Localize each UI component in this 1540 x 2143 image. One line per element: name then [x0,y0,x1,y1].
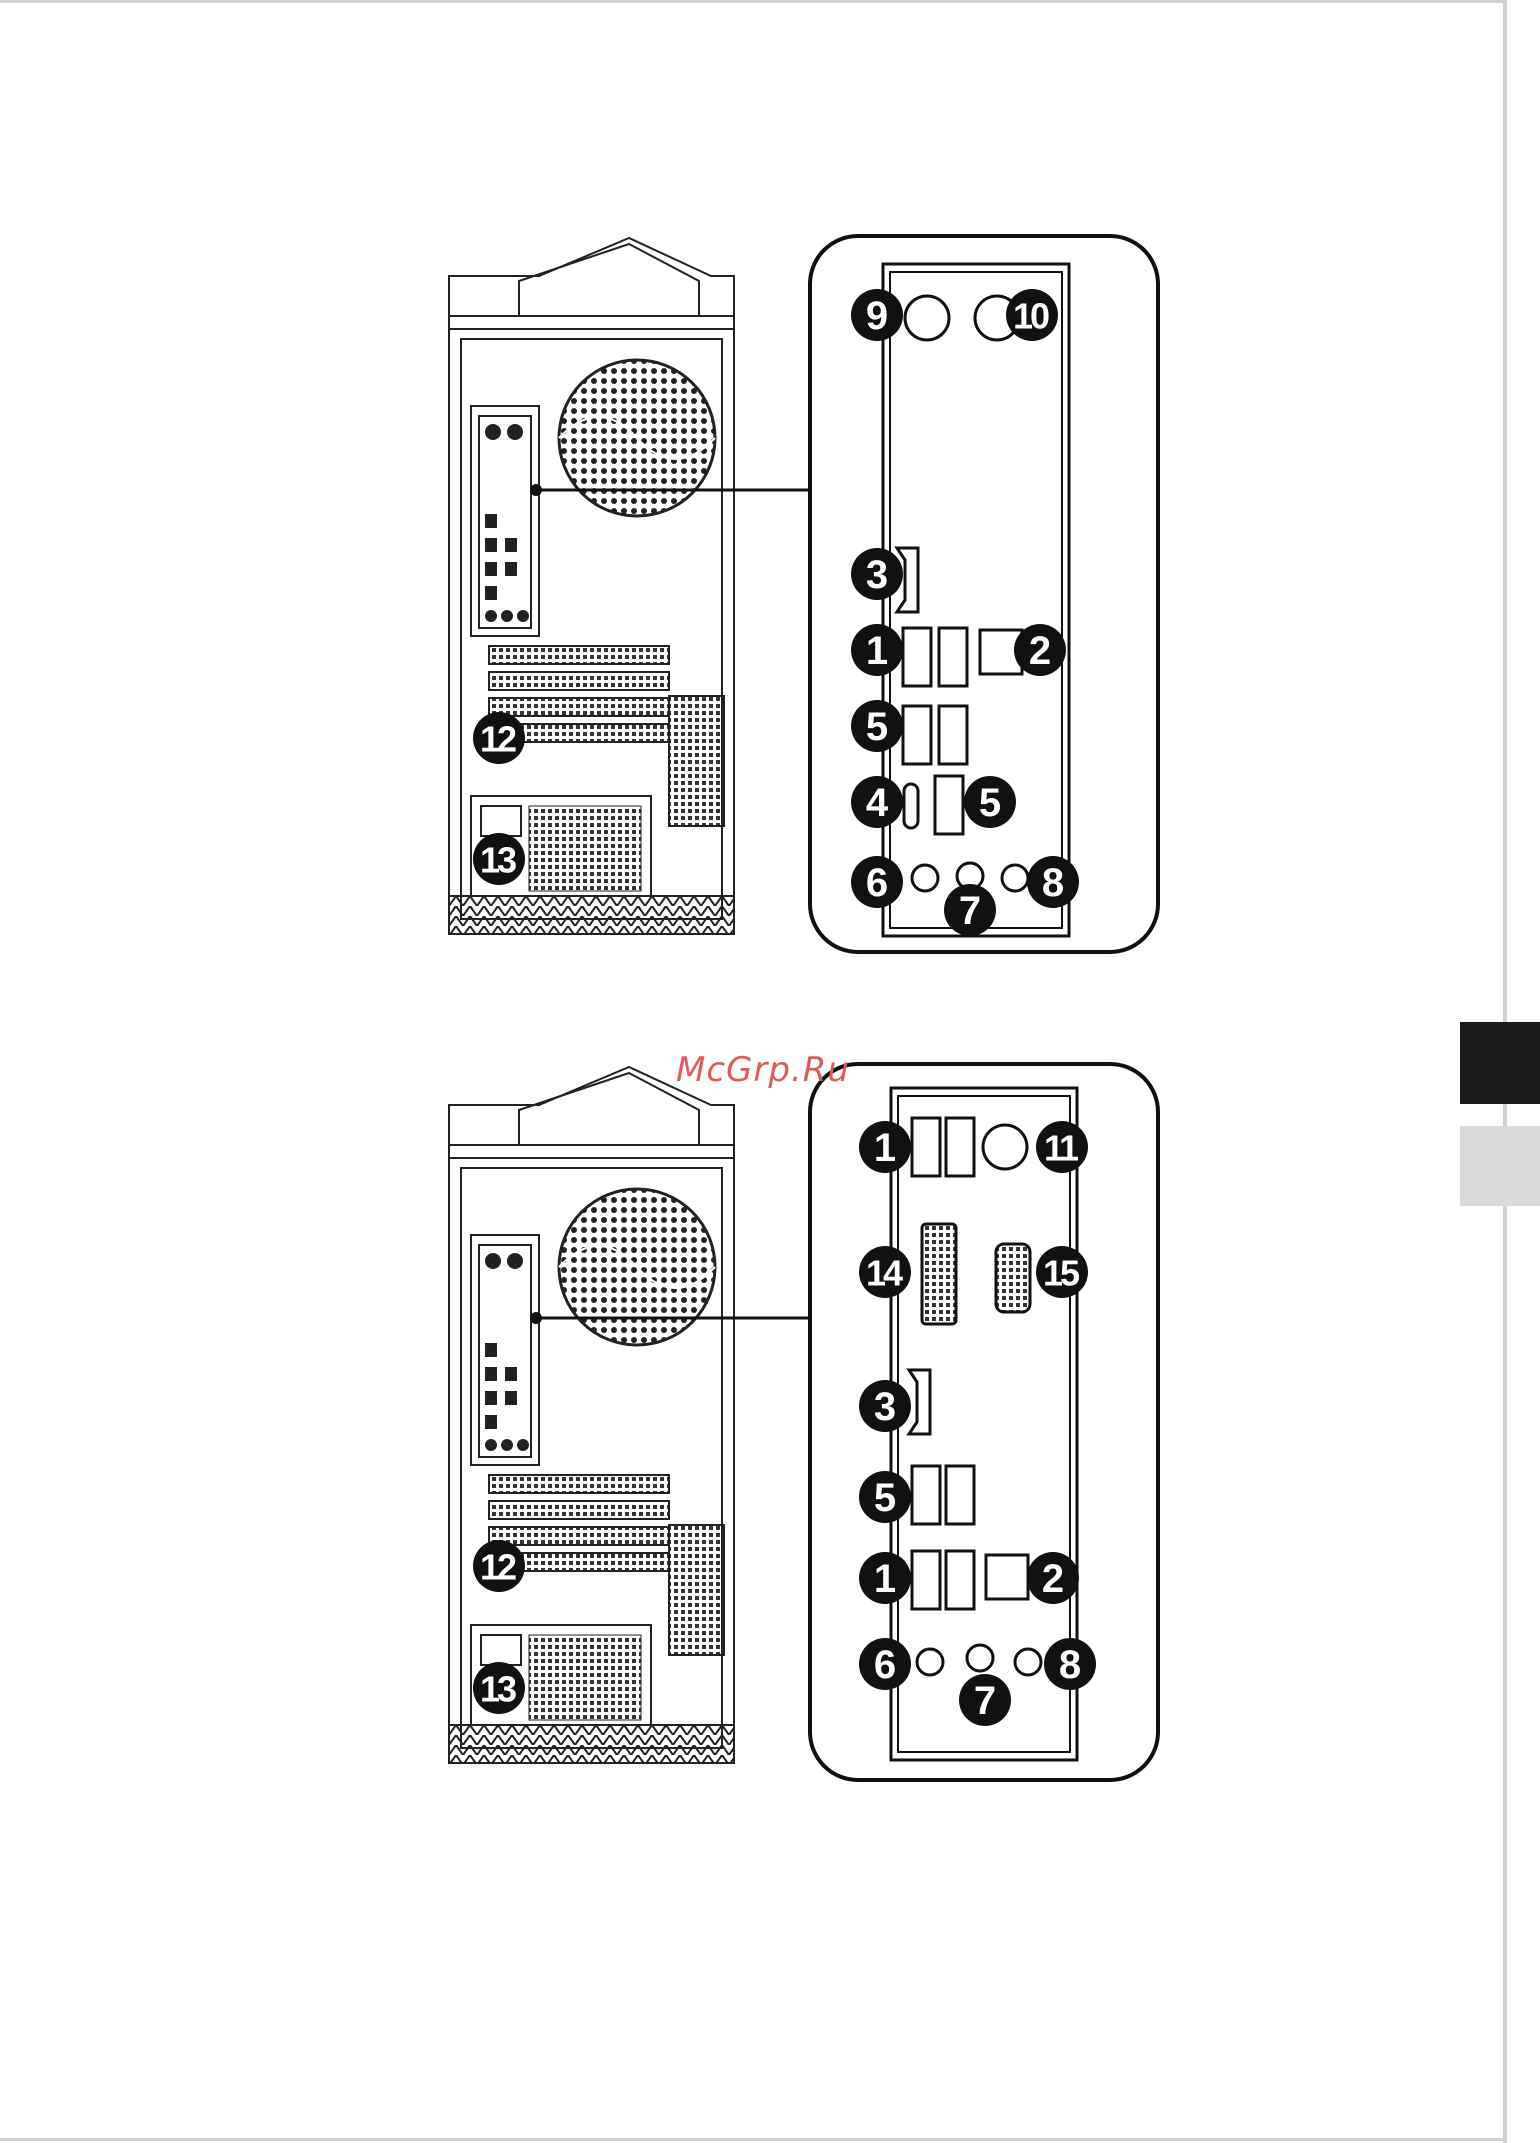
callout-bottom-12: 12 [473,1540,525,1592]
svg-text:5: 5 [874,1476,896,1520]
callout-top-12: 12 [473,712,525,764]
callout-bottom-audio-7: 7 [959,1674,1011,1726]
callout-bottom-audio-8: 8 [1044,1638,1096,1690]
callout-bottom-vga-15: 15 [1036,1246,1088,1298]
svg-text:13: 13 [480,1669,516,1710]
callout-bottom-ps2-11: 11 [1036,1121,1088,1173]
callout-top-usb-5b: 5 [964,776,1016,828]
callout-top-ps2-9: 9 [851,289,903,341]
svg-text:6: 6 [866,861,888,905]
callout-top-hdmi-3: 3 [851,548,903,600]
svg-text:3: 3 [874,1385,896,1429]
svg-text:5: 5 [979,781,1001,825]
svg-text:9: 9 [866,294,888,338]
svg-text:6: 6 [874,1643,896,1687]
callout-bottom-13: 13 [473,1662,525,1714]
svg-text:14: 14 [866,1253,903,1294]
tower-rear-view-top [449,238,734,934]
svg-text:12: 12 [480,719,516,760]
svg-text:1: 1 [866,629,888,673]
svg-text:12: 12 [480,1547,516,1588]
callout-top-audio-7: 7 [944,884,996,936]
svg-text:2: 2 [1029,629,1051,673]
svg-text:7: 7 [959,889,981,933]
callout-top-usb-5a: 5 [851,700,903,752]
svg-text:15: 15 [1043,1253,1080,1294]
callout-bottom-audio-6: 6 [859,1638,911,1690]
svg-text:8: 8 [1042,861,1064,905]
svg-text:1: 1 [874,1126,896,1170]
callout-top-audio-6: 6 [851,856,903,908]
svg-text:1: 1 [874,1557,896,1601]
callout-bottom-usb-1b: 1 [859,1552,911,1604]
callout-bottom-usb-1a: 1 [859,1121,911,1173]
svg-text:8: 8 [1059,1643,1081,1687]
callout-top-13: 13 [473,833,525,885]
callout-bottom-hdmi-3: 3 [859,1380,911,1432]
callout-top-audio-8: 8 [1027,856,1079,908]
callout-top-usbc-4: 4 [851,776,903,828]
watermark-text: McGrp.Ru [676,1050,850,1090]
callout-bottom-lan-2: 2 [1027,1552,1079,1604]
callout-top-lan-2: 2 [1014,624,1066,676]
callout-bottom-dvi-14: 14 [859,1246,911,1298]
svg-text:2: 2 [1042,1557,1064,1601]
callout-bottom-usb-5: 5 [859,1471,911,1523]
svg-text:10: 10 [1013,296,1049,337]
svg-text:13: 13 [480,840,516,881]
svg-text:7: 7 [974,1679,996,1723]
svg-text:11: 11 [1044,1128,1079,1169]
tower-rear-view-bottom [449,1067,734,1763]
svg-text:5: 5 [866,705,888,749]
callout-top-usb-1: 1 [851,624,903,676]
svg-text:3: 3 [866,553,888,597]
svg-text:4: 4 [866,781,889,825]
callout-top-ps2-10: 10 [1006,289,1058,341]
